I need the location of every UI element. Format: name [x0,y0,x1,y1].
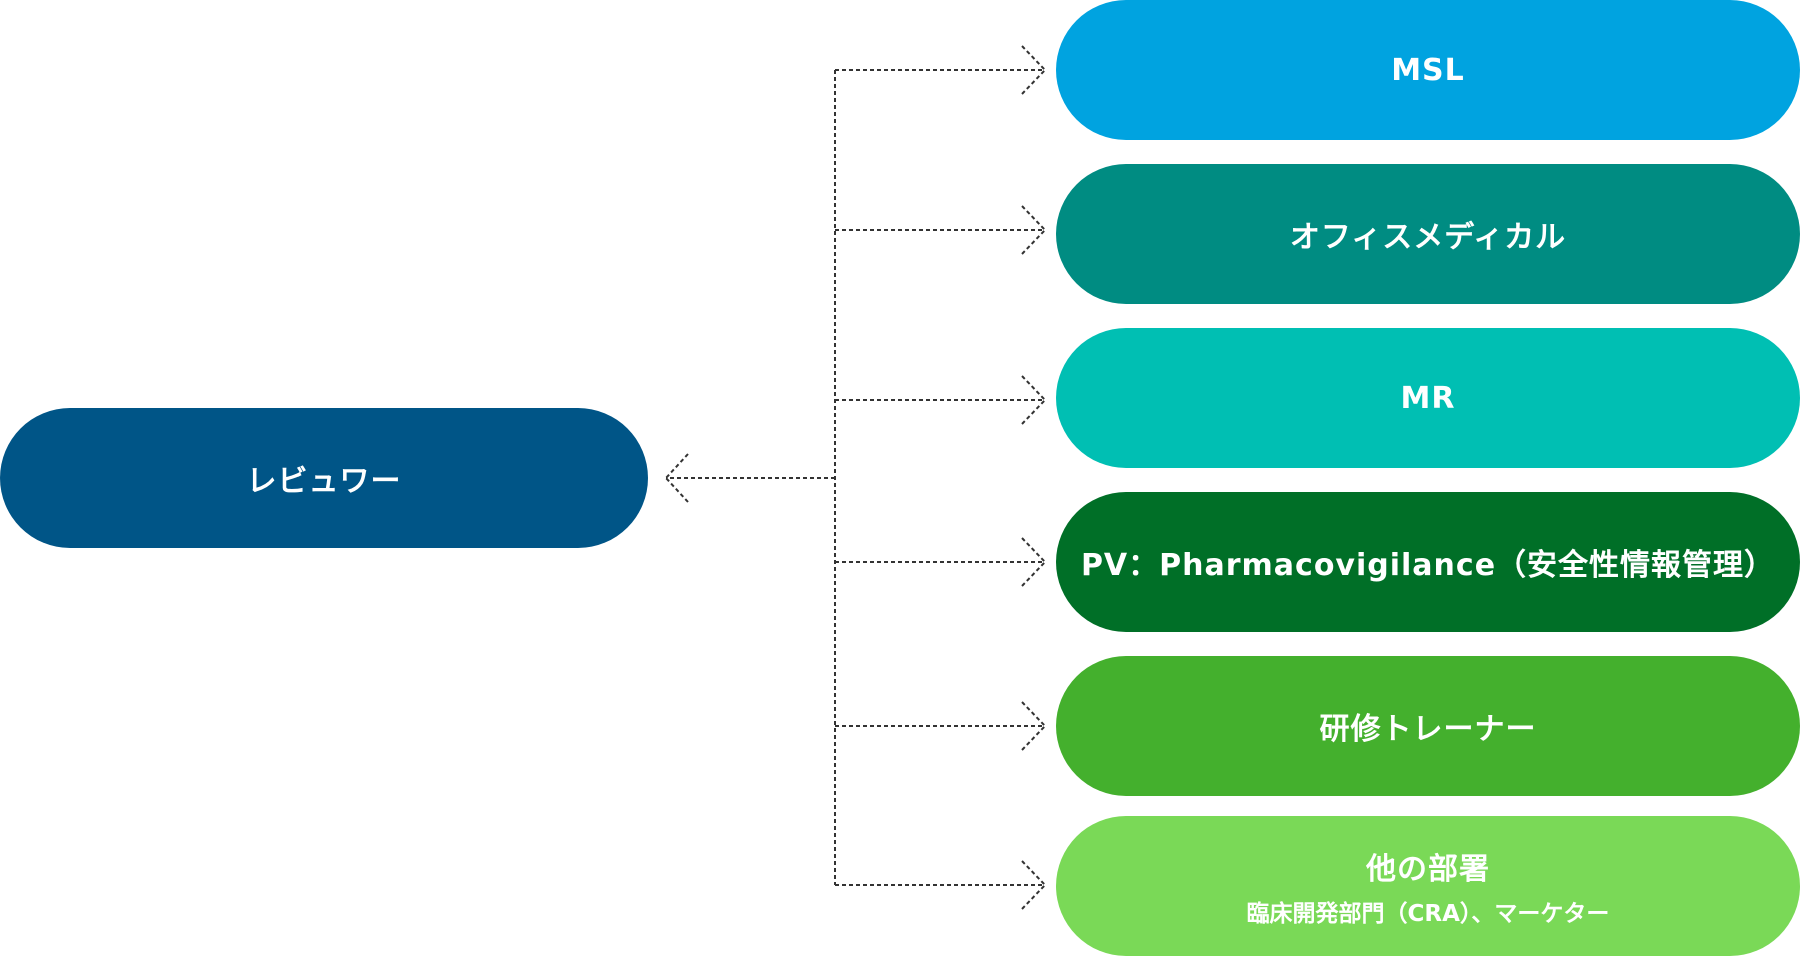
arrow-head [665,477,689,503]
target-label: MR [1400,380,1456,416]
arrow-head [1021,701,1046,727]
arrow-head [1021,229,1046,255]
arrow-head [1021,69,1046,95]
arrow-head [1021,884,1046,910]
target-label: オフィスメディカル [1289,220,1567,255]
arrow-head [1021,45,1046,71]
arrow-head [1021,375,1046,401]
target-label: 他の部署 [1366,852,1490,887]
target-label: 研修トレーナー [1319,712,1537,747]
target-label: PV：Pharmacovigilance（安全性情報管理） [1080,548,1776,583]
target-node-office-medical: オフィスメディカル [1056,164,1800,304]
target-node-msl: MSL [1056,0,1800,140]
arrow-head [665,453,689,479]
arrow-head [1021,205,1046,231]
target-node-mr: MR [1056,328,1800,468]
arrow-head [1021,561,1046,587]
target-sublabel: 臨床開発部門（CRA）、マーケター [1246,901,1610,927]
target-node-trainer: 研修トレーナー [1056,656,1800,796]
arrow-head [1021,860,1046,886]
arrow-head [1021,725,1046,751]
reviewer-node: レビュワー [0,408,648,548]
arrow-head [1021,537,1046,563]
target-node-other-departments: 他の部署 臨床開発部門（CRA）、マーケター [1056,816,1800,956]
arrow-head [1021,399,1046,425]
target-label: MSL [1391,52,1465,88]
target-node-pv: PV：Pharmacovigilance（安全性情報管理） [1056,492,1800,632]
reviewer-label: レビュワー [246,464,402,499]
